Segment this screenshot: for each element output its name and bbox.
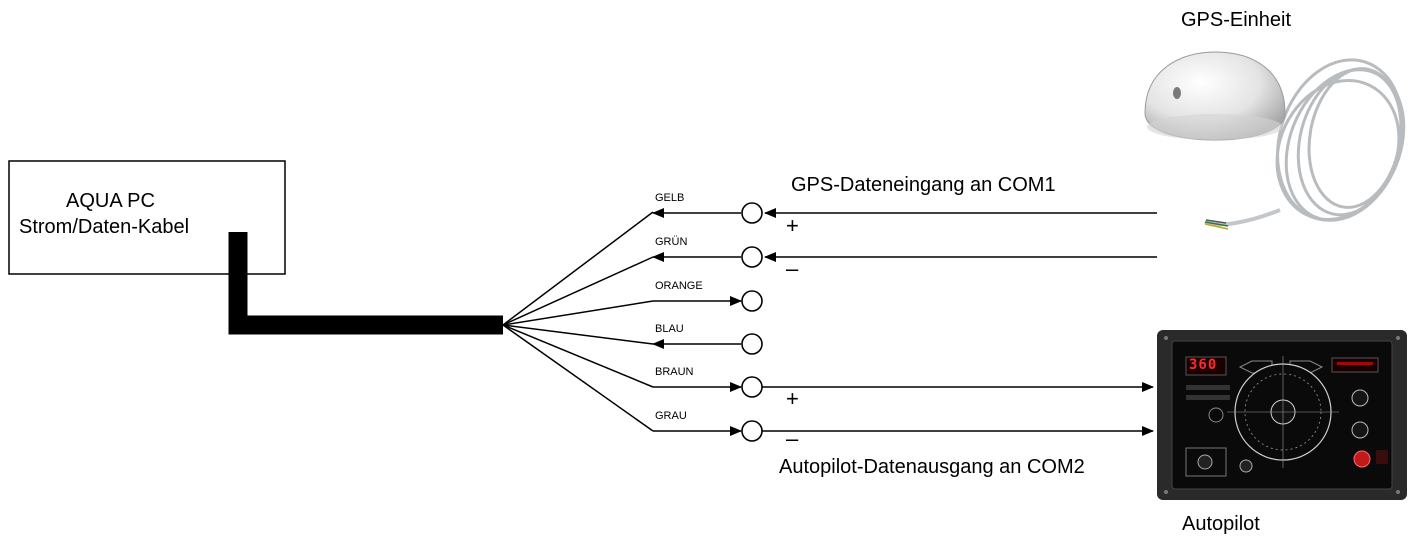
autopilot-image	[1157, 330, 1407, 500]
wire-label-gelb: GELB	[655, 192, 685, 204]
gps-unit-title: GPS-Einheit	[1181, 9, 1292, 31]
wire-label-blau: BLAU	[655, 323, 684, 335]
autopilot-display-value: 360	[1189, 357, 1218, 373]
gps-data-label: GPS-Dateneingang an COM1	[791, 174, 1056, 196]
autopilot-title: Autopilot	[1182, 513, 1260, 535]
wire-label-braun: BRAUN	[655, 366, 694, 378]
wire-segments	[652, 208, 742, 436]
sign-braun: +	[786, 386, 799, 411]
terminals	[741, 202, 763, 442]
autopilot-output-lines	[762, 382, 1154, 436]
pc-box-line2: Strom/Daten-Kabel	[19, 216, 190, 238]
sign-gelb: +	[786, 213, 799, 238]
main-cable	[228, 232, 503, 335]
wire-label-orange: ORANGE	[655, 280, 703, 292]
pc-box-line1: AQUA PC	[66, 190, 155, 212]
wire-fan	[502, 211, 654, 432]
wire-label-gruen: GRÜN	[655, 236, 688, 248]
sign-grau: –	[786, 426, 799, 451]
sign-gruen: –	[786, 256, 799, 281]
gps-unit-image	[1144, 51, 1406, 230]
wire-label-grau: GRAU	[655, 410, 687, 422]
gps-input-lines	[764, 208, 1157, 262]
autopilot-data-label: Autopilot-Datenausgang an COM2	[779, 456, 1085, 478]
